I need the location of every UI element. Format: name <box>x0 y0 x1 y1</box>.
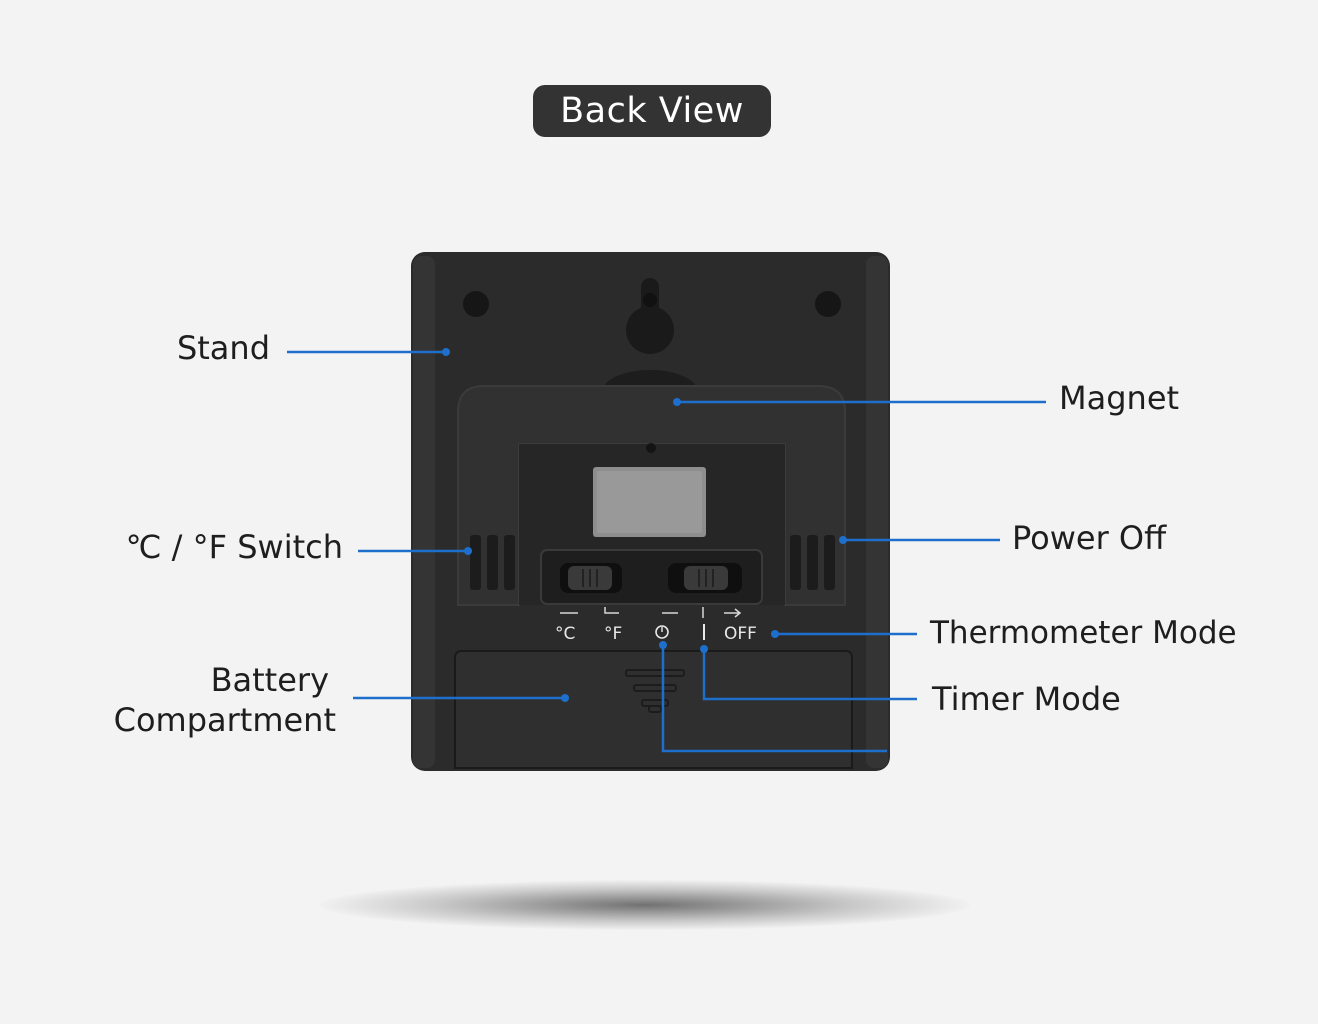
device-shadow <box>320 880 970 930</box>
timer-mode-label: Timer Mode <box>932 680 1121 718</box>
power-off-label: Power Off <box>1012 519 1167 557</box>
thermometer-device: °C °F OFF <box>411 252 890 771</box>
battery-ridge-icon <box>625 669 685 713</box>
switch-position-marks <box>560 607 742 618</box>
stand-notch <box>646 443 656 453</box>
battery-label-line2: Compartment <box>113 701 336 739</box>
fahrenheit-marking: °F <box>604 624 622 644</box>
magnet-label: Magnet <box>1059 379 1180 417</box>
device-right-edge <box>866 256 888 768</box>
device-left-edge <box>413 256 435 768</box>
off-marking: OFF <box>724 624 757 644</box>
stand-frame <box>457 385 846 606</box>
stand-hinge-left <box>470 535 515 590</box>
screw-hole-right <box>815 291 841 317</box>
battery-compartment-cover <box>454 650 853 769</box>
leader-dots <box>442 348 847 702</box>
thermometer-mode-label: Thermometer Mode <box>930 615 1237 651</box>
page-title: Back View <box>533 85 771 137</box>
switch-label: ℃ / °F Switch <box>125 528 343 566</box>
celsius-marking: °C <box>555 624 575 644</box>
keyhole-icon <box>626 278 674 354</box>
timer-leader <box>702 649 917 701</box>
leader-lines <box>287 350 1046 753</box>
timer-marking-icon <box>655 625 669 639</box>
timer-icon-leader <box>661 645 887 753</box>
stand-label: Stand <box>176 329 270 367</box>
battery-label-line1: Battery <box>210 661 329 699</box>
screw-hole-left <box>463 291 489 317</box>
stand-hinge-right <box>790 535 835 590</box>
